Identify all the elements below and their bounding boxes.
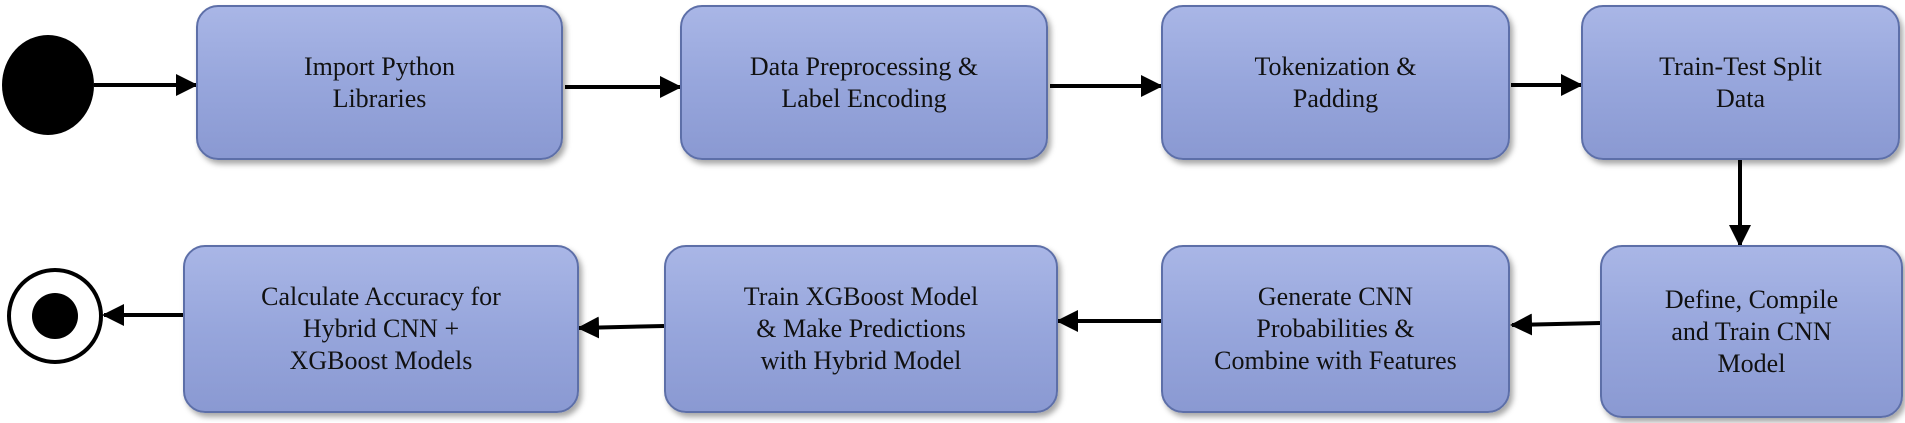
- node-train-test-split: Train-Test Split Data: [1581, 5, 1900, 160]
- node-import-libraries: Import Python Libraries: [196, 5, 563, 160]
- node-train-test-split-label: Train-Test Split Data: [1659, 51, 1822, 113]
- node-calculate-accuracy-label: Calculate Accuracy for Hybrid CNN + XGBo…: [261, 282, 501, 375]
- node-calculate-accuracy: Calculate Accuracy for Hybrid CNN + XGBo…: [183, 245, 579, 413]
- edge-xgboost-accuracy: [577, 316, 665, 339]
- node-train-cnn: Define, Compile and Train CNN Model: [1600, 245, 1903, 418]
- node-train-cnn-label: Define, Compile and Train CNN Model: [1664, 284, 1839, 378]
- node-generate-cnn-probabilities-label: Generate CNN Probabilities & Combine wit…: [1214, 282, 1457, 375]
- node-data-preprocessing: Data Preprocessing & Label Encoding: [680, 5, 1048, 160]
- node-train-xgboost-label: Train XGBoost Model & Make Predictions w…: [743, 282, 979, 375]
- end-node: [7, 268, 103, 364]
- node-tokenization: Tokenization & Padding: [1161, 5, 1510, 160]
- node-data-preprocessing-label: Data Preprocessing & Label Encoding: [749, 51, 979, 113]
- node-tokenization-label: Tokenization & Padding: [1254, 51, 1417, 113]
- node-train-xgboost: Train XGBoost Model & Make Predictions w…: [664, 245, 1058, 413]
- start-node: [2, 35, 94, 135]
- edge-cnn-combine: [1510, 313, 1601, 336]
- node-import-libraries-label: Import Python Libraries: [304, 51, 455, 113]
- node-generate-cnn-probabilities: Generate CNN Probabilities & Combine wit…: [1161, 245, 1510, 413]
